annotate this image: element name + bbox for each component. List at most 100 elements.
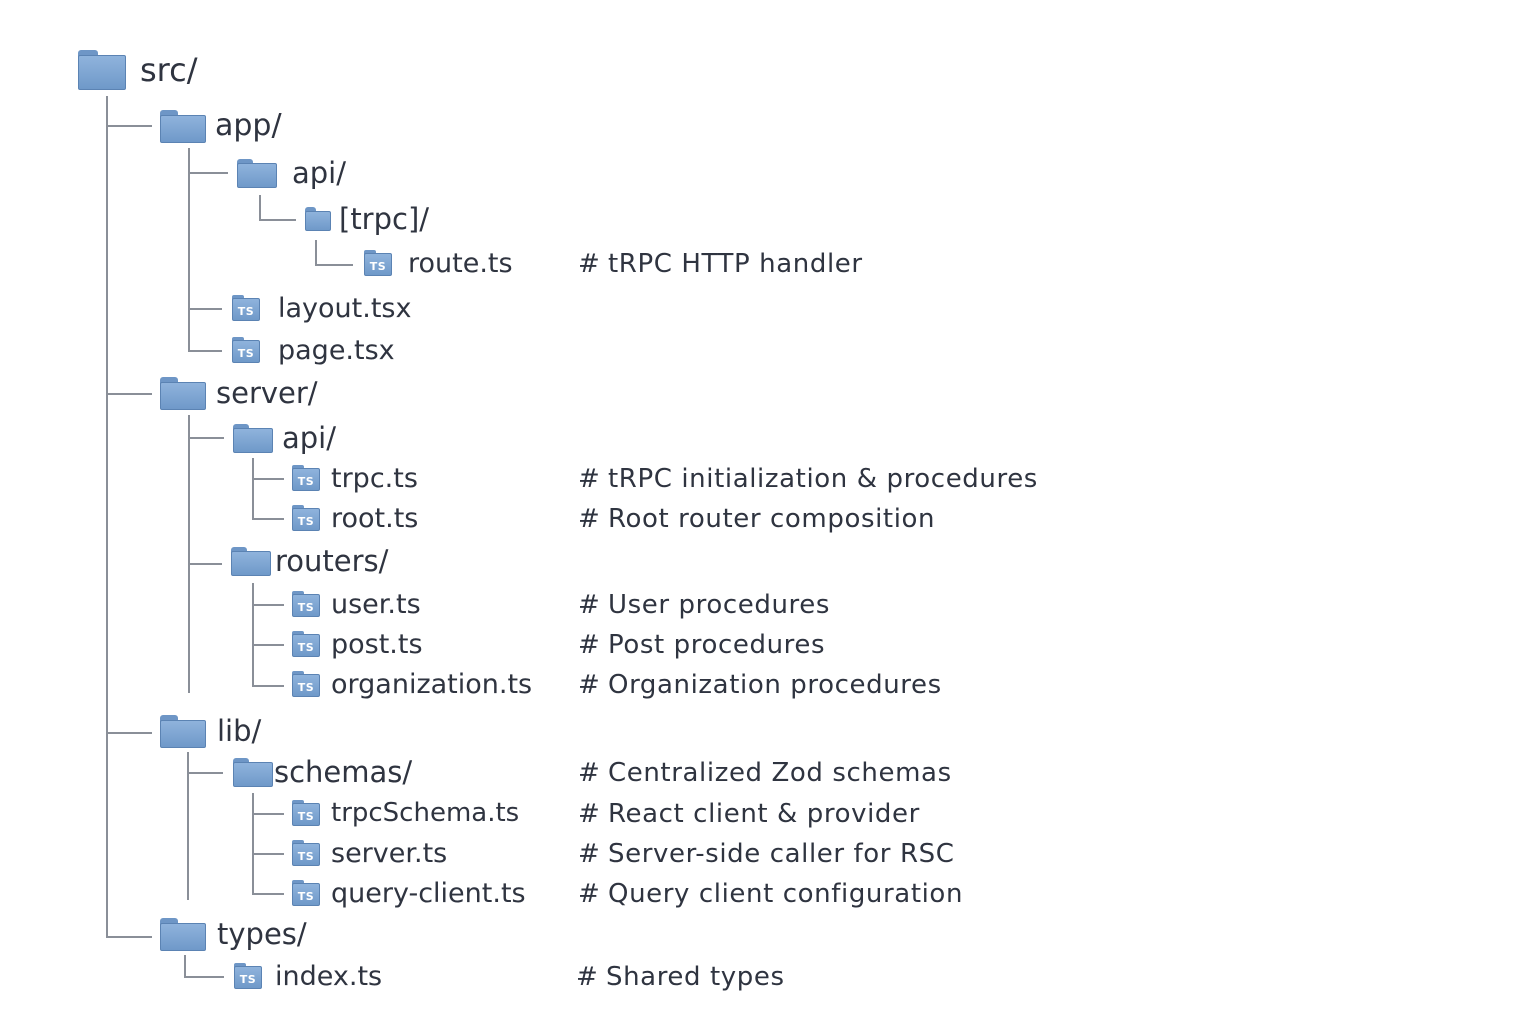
tree-connector [188, 437, 224, 439]
comment-hash: # [578, 504, 601, 534]
node-label: server.ts [331, 837, 448, 869]
tree-node-schemas[interactable]: schemas/ [233, 750, 412, 794]
comment-query-client-ts: #Query client configuration [578, 881, 963, 907]
tree-connector [188, 350, 222, 352]
tree-node-server[interactable]: server/ [160, 371, 318, 415]
ts-badge: TS [234, 966, 262, 989]
tree-node-layout-tsx[interactable]: TS layout.tsx [232, 286, 411, 330]
typescript-file-icon: TS [292, 671, 320, 697]
comment-text: Post procedures [608, 630, 826, 660]
typescript-file-icon: TS [292, 465, 320, 491]
folder-icon [78, 50, 126, 90]
tree-node-app-api[interactable]: api/ [237, 151, 346, 195]
ts-badge: TS [292, 634, 320, 657]
tree-connector [184, 955, 186, 977]
node-label: app/ [215, 108, 282, 143]
folder-icon [231, 546, 271, 576]
comment-organization-ts: #Organization procedures [578, 672, 942, 698]
tree-connector [188, 415, 190, 693]
comment-hash: # [576, 962, 599, 992]
tree-node-query-client-ts[interactable]: TS query-client.ts [292, 871, 526, 915]
node-label: layout.tsx [278, 292, 412, 324]
ts-badge: TS [232, 298, 260, 321]
typescript-file-icon: TS [292, 800, 320, 826]
comment-root-ts: #Root router composition [578, 506, 935, 532]
tree-connector [188, 172, 228, 174]
comment-hash: # [578, 630, 601, 660]
tree-node-root-ts[interactable]: TS root.ts [292, 496, 418, 540]
comment-text: Root router composition [608, 504, 936, 534]
tree-node-routers[interactable]: routers/ [231, 539, 388, 583]
tree-node-server-api[interactable]: api/ [233, 416, 336, 460]
comment-hash: # [578, 799, 601, 829]
tree-connector [106, 96, 108, 938]
comment-post-ts: #Post procedures [578, 632, 825, 658]
typescript-file-icon: TS [364, 250, 392, 276]
ts-badge: TS [292, 843, 320, 866]
comment-text: Server-side caller for RSC [608, 839, 955, 869]
ts-badge: TS [292, 468, 320, 491]
tree-connector [252, 793, 254, 895]
tree-node-lib[interactable]: lib/ [160, 709, 261, 753]
node-label: query-client.ts [331, 877, 526, 909]
folder-icon [233, 423, 273, 453]
comment-index-ts: #Shared types [576, 964, 785, 990]
tree-node-trpc-ts[interactable]: TS trpc.ts [292, 456, 418, 500]
tree-connector [106, 125, 152, 127]
tree-connector [106, 393, 152, 395]
folder-icon [233, 757, 273, 787]
tree-node-post-ts[interactable]: TS post.ts [292, 622, 423, 666]
node-label: types/ [217, 916, 307, 951]
tree-node-src[interactable]: src/ [78, 48, 198, 92]
ts-badge: TS [292, 674, 320, 697]
typescript-file-icon: TS [232, 295, 260, 321]
comment-text: Query client configuration [608, 879, 964, 909]
tree-node-app[interactable]: app/ [160, 104, 282, 148]
comment-text: tRPC HTTP handler [608, 249, 863, 279]
tree-node-user-ts[interactable]: TS user.ts [292, 582, 421, 626]
tree-connector [187, 752, 189, 900]
tree-connector [184, 976, 224, 978]
ts-badge: TS [292, 594, 320, 617]
tree-node-organization-ts[interactable]: TS organization.ts [292, 662, 532, 706]
comment-route-ts: #tRPC HTTP handler [578, 251, 863, 277]
tree-connector [252, 893, 284, 895]
typescript-file-icon: TS [292, 880, 320, 906]
typescript-file-icon: TS [234, 963, 262, 989]
node-label: [trpc]/ [339, 201, 430, 236]
tree-connector [315, 264, 353, 266]
tree-connector [252, 604, 284, 606]
folder-icon [160, 917, 206, 951]
comment-hash: # [578, 879, 601, 909]
ts-badge: TS [292, 803, 320, 826]
tree-node-types[interactable]: types/ [160, 912, 307, 956]
comment-user-ts: #User procedures [578, 592, 830, 618]
comment-hash: # [578, 590, 601, 620]
tree-node-route-ts[interactable]: TS route.ts [364, 241, 513, 285]
tree-node-index-ts[interactable]: TS index.ts [234, 954, 382, 998]
tree-node-server-ts[interactable]: TS server.ts [292, 831, 447, 875]
node-label: route.ts [408, 247, 513, 279]
tree-connector [252, 853, 284, 855]
node-label: index.ts [275, 960, 383, 992]
ts-badge: TS [292, 508, 320, 531]
node-label: api/ [282, 420, 337, 455]
typescript-file-icon: TS [292, 505, 320, 531]
comment-hash: # [578, 464, 601, 494]
tree-connector [315, 240, 317, 265]
tree-node-page-tsx[interactable]: TS page.tsx [232, 328, 395, 372]
comment-hash: # [578, 839, 601, 869]
tree-connector [252, 518, 284, 520]
node-label: api/ [292, 155, 347, 190]
tree-node-trpcschema-ts[interactable]: TS trpcSchema.ts [292, 791, 519, 835]
comment-hash: # [578, 670, 601, 700]
typescript-file-icon: TS [292, 591, 320, 617]
node-label: organization.ts [331, 668, 533, 700]
tree-node-trpc-dir[interactable]: [trpc]/ [305, 197, 429, 241]
node-label: post.ts [331, 628, 423, 660]
folder-icon [305, 207, 331, 231]
node-label: lib/ [217, 713, 262, 748]
tree-connector [188, 308, 222, 310]
comment-server-ts: #Server-side caller for RSC [578, 841, 954, 867]
